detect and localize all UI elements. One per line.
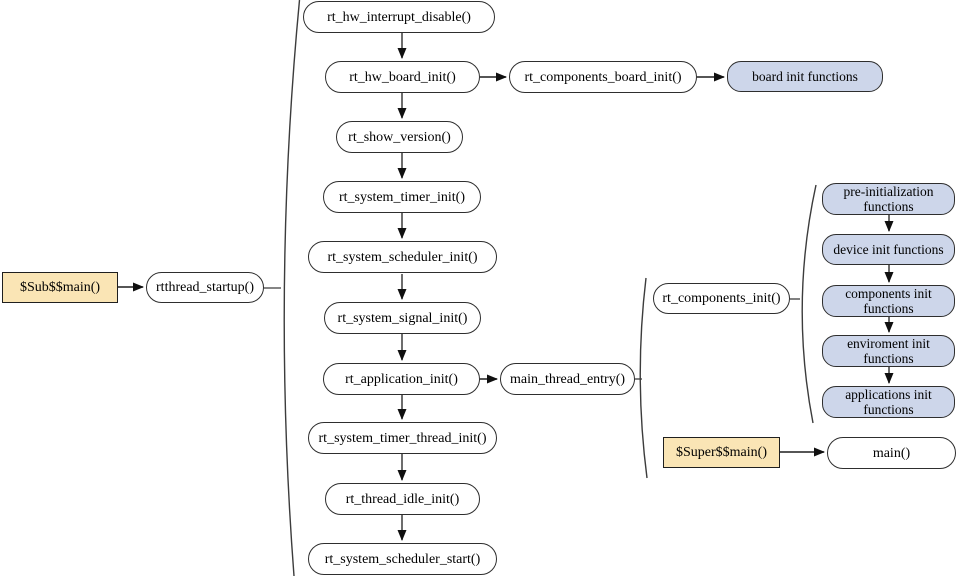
startup-sequence-brace — [283, 0, 301, 576]
node-label: $Super$$main() — [676, 445, 767, 460]
node-label: device init functions — [833, 242, 944, 257]
node-sub-main: $Sub$$main() — [2, 272, 118, 303]
node-label: rt_thread_idle_init() — [345, 491, 460, 507]
node-label: rt_system_scheduler_start() — [324, 551, 481, 567]
node-device-init-functions: device init functions — [822, 234, 955, 265]
node-label: board init functions — [752, 69, 858, 84]
node-rt-hw-interrupt-disable: rt_hw_interrupt_disable() — [303, 1, 495, 33]
node-rt-system-timer-init: rt_system_timer_init() — [323, 181, 481, 213]
node-label: rt_system_scheduler_init() — [327, 249, 478, 265]
node-label: pre-initialization functions — [843, 184, 934, 214]
node-rt-hw-board-init: rt_hw_board_init() — [325, 61, 480, 93]
node-label: rt_application_init() — [345, 371, 458, 387]
node-main-thread-entry: main_thread_entry() — [500, 363, 635, 395]
node-rt-application-init: rt_application_init() — [323, 363, 480, 395]
node-rt-components-board-init: rt_components_board_init() — [509, 61, 697, 93]
node-label: rt_components_init() — [662, 291, 781, 306]
node-rt-system-scheduler-init: rt_system_scheduler_init() — [308, 241, 497, 273]
node-components-init-functions: components init functions — [822, 285, 955, 317]
horizontal-arrows — [118, 72, 825, 457]
node-board-init-functions: board init functions — [727, 61, 883, 92]
node-label: rt_components_board_init() — [524, 69, 682, 85]
node-rt-components-init: rt_components_init() — [653, 283, 790, 314]
node-label: enviroment init functions — [847, 336, 930, 366]
init-functions-brace — [801, 184, 817, 424]
node-rtthread-startup: rtthread_startup() — [146, 272, 264, 303]
node-label: main_thread_entry() — [509, 371, 626, 387]
node-rt-system-signal-init: rt_system_signal_init() — [324, 302, 481, 334]
node-rt-thread-idle-init: rt_thread_idle_init() — [325, 483, 480, 515]
node-rt-system-timer-thread-init: rt_system_timer_thread_init() — [308, 422, 497, 454]
node-label: rt_system_timer_thread_init() — [318, 430, 487, 446]
node-label: applications init functions — [845, 387, 932, 417]
node-applications-init-functions: applications init functions — [822, 386, 955, 418]
node-label: rtthread_startup() — [156, 280, 254, 295]
node-pre-initialization-functions: pre-initialization functions — [822, 183, 955, 215]
group-braces — [283, 0, 817, 576]
node-label: rt_hw_board_init() — [349, 69, 456, 85]
node-label: rt_show_version() — [348, 129, 451, 145]
node-main: main() — [827, 437, 956, 469]
node-rt-system-scheduler-start: rt_system_scheduler_start() — [308, 543, 497, 575]
node-label: rt_hw_interrupt_disable() — [327, 9, 471, 25]
node-enviroment-init-functions: enviroment init functions — [822, 335, 955, 367]
node-label: rt_system_timer_init() — [339, 189, 465, 205]
node-super-main: $Super$$main() — [663, 437, 780, 468]
node-label: $Sub$$main() — [19, 280, 101, 295]
node-rt-show-version: rt_show_version() — [336, 121, 463, 153]
node-label: main() — [872, 445, 911, 461]
main-thread-brace — [639, 277, 648, 479]
node-label: components init functions — [845, 286, 932, 316]
node-label: rt_system_signal_init() — [337, 310, 468, 326]
